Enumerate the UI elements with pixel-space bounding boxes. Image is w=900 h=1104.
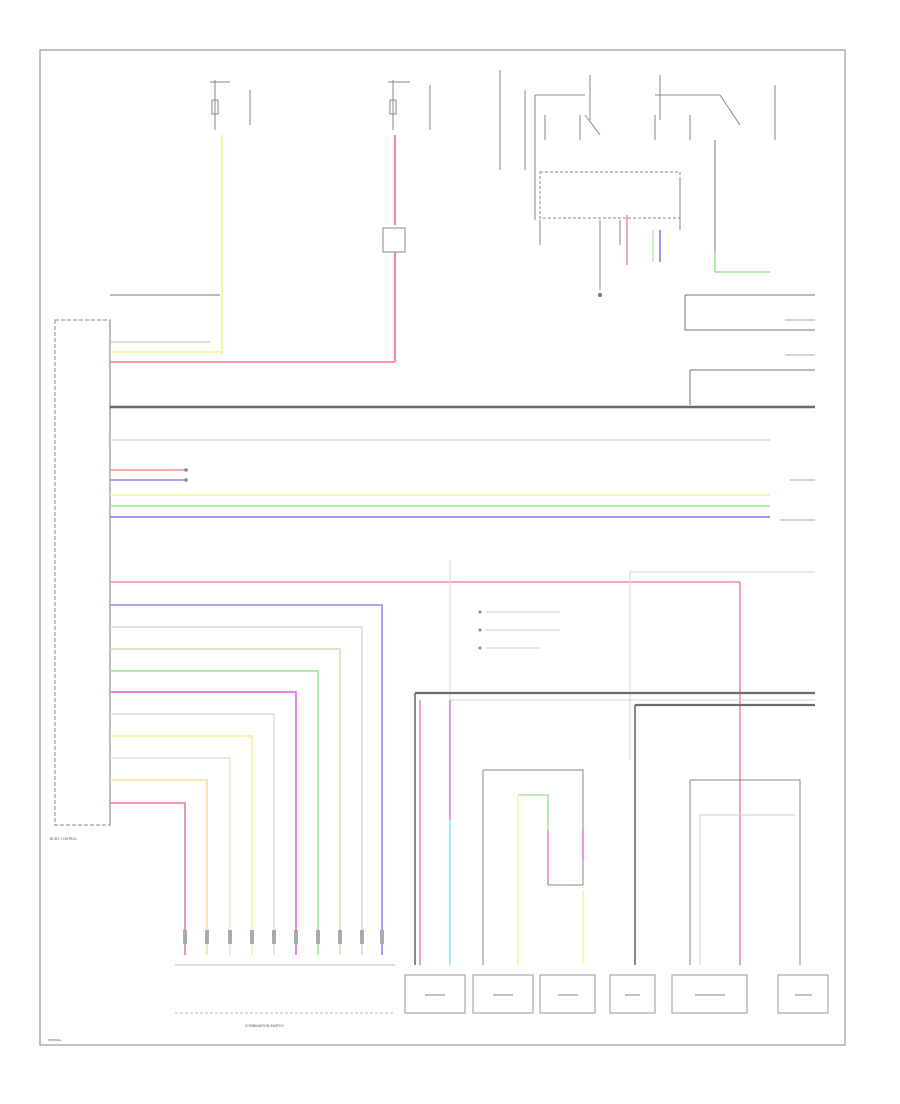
seat-switch-box-6 xyxy=(777,974,829,1014)
fuse-block-left xyxy=(210,80,251,130)
connector-dot-1 xyxy=(184,468,188,472)
cs-wire-violet xyxy=(110,691,297,955)
seat-wire-2a xyxy=(483,769,584,885)
combination-switch-label: COMBINATION SWITCH xyxy=(245,1024,284,1028)
legend-dot-3 xyxy=(478,646,482,650)
cs-wire-blue xyxy=(110,604,383,955)
ground-point-top xyxy=(598,293,602,297)
seat-switch-boxes xyxy=(404,974,829,1014)
body-control-module xyxy=(54,319,111,826)
cs-wire-yellow-2 xyxy=(110,779,208,955)
inline-fuse xyxy=(382,227,406,253)
body-control-module-label: BODY CONTROL xyxy=(50,837,77,841)
seat-wire-green xyxy=(518,794,549,830)
diagram-frame xyxy=(39,49,846,1046)
seat-switch-box-1 xyxy=(404,974,466,1014)
legend-dot-1 xyxy=(478,610,482,614)
cs-wire-green xyxy=(110,670,319,955)
fuse-block-right xyxy=(499,70,776,220)
fuse-block-center xyxy=(388,80,431,130)
seat-switch-box-3 xyxy=(539,974,596,1014)
cs-wire-light-2 xyxy=(110,648,341,955)
cs-wire-light-3 xyxy=(110,713,275,955)
connector-dot-2 xyxy=(184,478,188,482)
seat-switch-box-2 xyxy=(472,974,534,1014)
legend-dot-2 xyxy=(478,628,482,632)
relay-box xyxy=(539,171,681,290)
heater-wire-frame xyxy=(690,779,801,965)
seat-switch-box-4 xyxy=(609,974,656,1014)
cs-wire-light-1 xyxy=(110,626,363,955)
cs-wire-red xyxy=(110,802,186,955)
right-side-connectors xyxy=(780,319,815,521)
cs-wire-yellow-1 xyxy=(110,735,253,955)
page-footer: W/MANA xyxy=(48,1038,62,1042)
cs-wire-light-4 xyxy=(110,757,231,955)
top-right-wires xyxy=(684,140,815,405)
cs-connector-pins xyxy=(183,930,384,944)
seat-switch-box-5 xyxy=(671,974,748,1014)
